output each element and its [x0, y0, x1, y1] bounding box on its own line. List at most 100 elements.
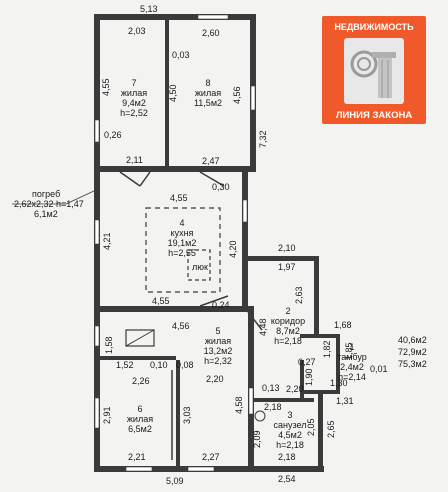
brand-logo: НЕДВИЖИМОСТЬ ЛИНИЯ ЗАКОНА: [322, 16, 426, 124]
room-4: 4 кухня 19,1м2 h=2,55: [168, 218, 197, 258]
room-area: 9,4м2: [122, 98, 146, 108]
room-name: жилая: [127, 414, 153, 424]
dim: 0,26: [104, 130, 122, 140]
total-area: 75,3м2: [398, 359, 427, 369]
room-6: 6 жилая 6,5м2: [127, 404, 153, 434]
dim: 2,26: [132, 376, 150, 386]
room-area: 8,7м2: [276, 326, 300, 336]
window: [94, 219, 100, 245]
door: [199, 295, 229, 307]
window: [248, 387, 254, 415]
stove: [125, 329, 155, 347]
dim: 2,27: [202, 452, 220, 462]
dim: 4,56: [232, 86, 242, 104]
dim: 2,05: [306, 418, 316, 436]
window: [242, 199, 248, 223]
cellar-pointer: [65, 189, 97, 205]
wall-corridor-top: [248, 256, 318, 261]
window: [250, 85, 256, 111]
dim: 1,97: [278, 262, 296, 272]
window: [94, 325, 100, 347]
room-area: 19,1м2: [168, 238, 197, 248]
total-area: 72,9м2: [398, 347, 427, 357]
dim: 2,09: [252, 430, 262, 448]
wall-kitchen-right: [242, 172, 248, 312]
room-name: тамбур: [337, 352, 366, 362]
room-1: 1 тамбур 2,4м2 h=2,14: [337, 342, 366, 382]
dim: 2,91: [102, 406, 112, 424]
dim: 0,08: [176, 360, 194, 370]
stove: [125, 329, 155, 347]
room-3: 3 санузел 4,5м2 h=2,18: [274, 410, 307, 450]
dim: 4,21: [102, 232, 112, 250]
room-name: жилая: [195, 88, 221, 98]
room-number: 5: [215, 326, 220, 336]
dim: 0,30: [212, 182, 230, 192]
cellar-outline: [145, 207, 221, 293]
room-height: h=2,18: [274, 336, 302, 346]
dim: 0,01: [370, 364, 388, 374]
dim: 1,68: [334, 320, 352, 330]
dim-bottom: 5,09: [166, 476, 184, 486]
door: [199, 171, 225, 187]
room-name: кухня: [171, 228, 194, 238]
dim: 2,21: [128, 452, 146, 462]
total-area: 40,6м2: [398, 335, 427, 345]
dim: 2,60: [202, 28, 220, 38]
dim: 0,03: [172, 50, 190, 60]
wall-mid-h1: [94, 166, 256, 172]
window: [125, 466, 153, 472]
room-area: 11,5м2: [194, 98, 222, 108]
dim: 7,32: [258, 130, 268, 148]
cellar-title: погреб: [32, 189, 60, 199]
dim: 2,20: [286, 384, 304, 394]
room-area: 13,2м2: [204, 346, 233, 356]
room-area: 4,5м2: [278, 430, 302, 440]
dim: 1,90: [304, 368, 314, 386]
hatch-outline: [187, 249, 211, 281]
room-name: жилая: [121, 88, 147, 98]
cellar-size: 2,62x2,32 h=1,47: [14, 199, 84, 209]
room-number: 3: [287, 410, 292, 420]
dim: 3,03: [182, 406, 192, 424]
dim: 4,55: [170, 193, 188, 203]
dim: 1,30: [330, 378, 348, 388]
room-area: 2,4м2: [340, 362, 364, 372]
dim: 2,63: [294, 286, 304, 304]
dim: 1,82: [322, 340, 332, 358]
dim: 2,11: [126, 155, 143, 165]
dim: 4,58: [234, 396, 244, 414]
column-capital-icon: [344, 38, 404, 104]
dim: 0,27: [298, 357, 316, 367]
door: [139, 171, 151, 187]
room-2: 2 коридор 8,7м2 h=2,18: [271, 306, 305, 346]
wall-left-upper: [94, 14, 100, 312]
dim: 2,18: [264, 402, 282, 412]
wall-tambur-right: [336, 334, 340, 394]
room-name: санузел: [274, 420, 307, 430]
wall-left-lower: [94, 312, 100, 472]
wall-mid-v: [165, 20, 169, 170]
window: [197, 14, 229, 20]
hatch-label: люк: [192, 262, 208, 272]
dim: 2,47: [202, 156, 220, 166]
wall-room6-right: [176, 360, 180, 472]
wall-room6-top: [100, 356, 176, 360]
dim: 2,10: [278, 243, 296, 253]
cellar-area: 6,1м2: [34, 209, 58, 219]
wall-bath-mid: [300, 360, 304, 400]
dim: 2,54: [278, 474, 296, 484]
dim: 2,20: [206, 374, 224, 384]
wall-top: [94, 14, 256, 20]
wall-mid-h2: [94, 306, 254, 312]
dim: 4,48: [258, 318, 268, 336]
dim: 4,20: [228, 240, 238, 258]
dim: 4,56: [172, 321, 190, 331]
room-height: h=2,52: [120, 108, 148, 118]
room-height: h=2,32: [204, 356, 232, 366]
water-heater-icon: [254, 410, 266, 422]
dim: 4,55: [101, 78, 111, 96]
wall-bath-top: [254, 398, 314, 402]
room-number: 1: [349, 342, 354, 352]
